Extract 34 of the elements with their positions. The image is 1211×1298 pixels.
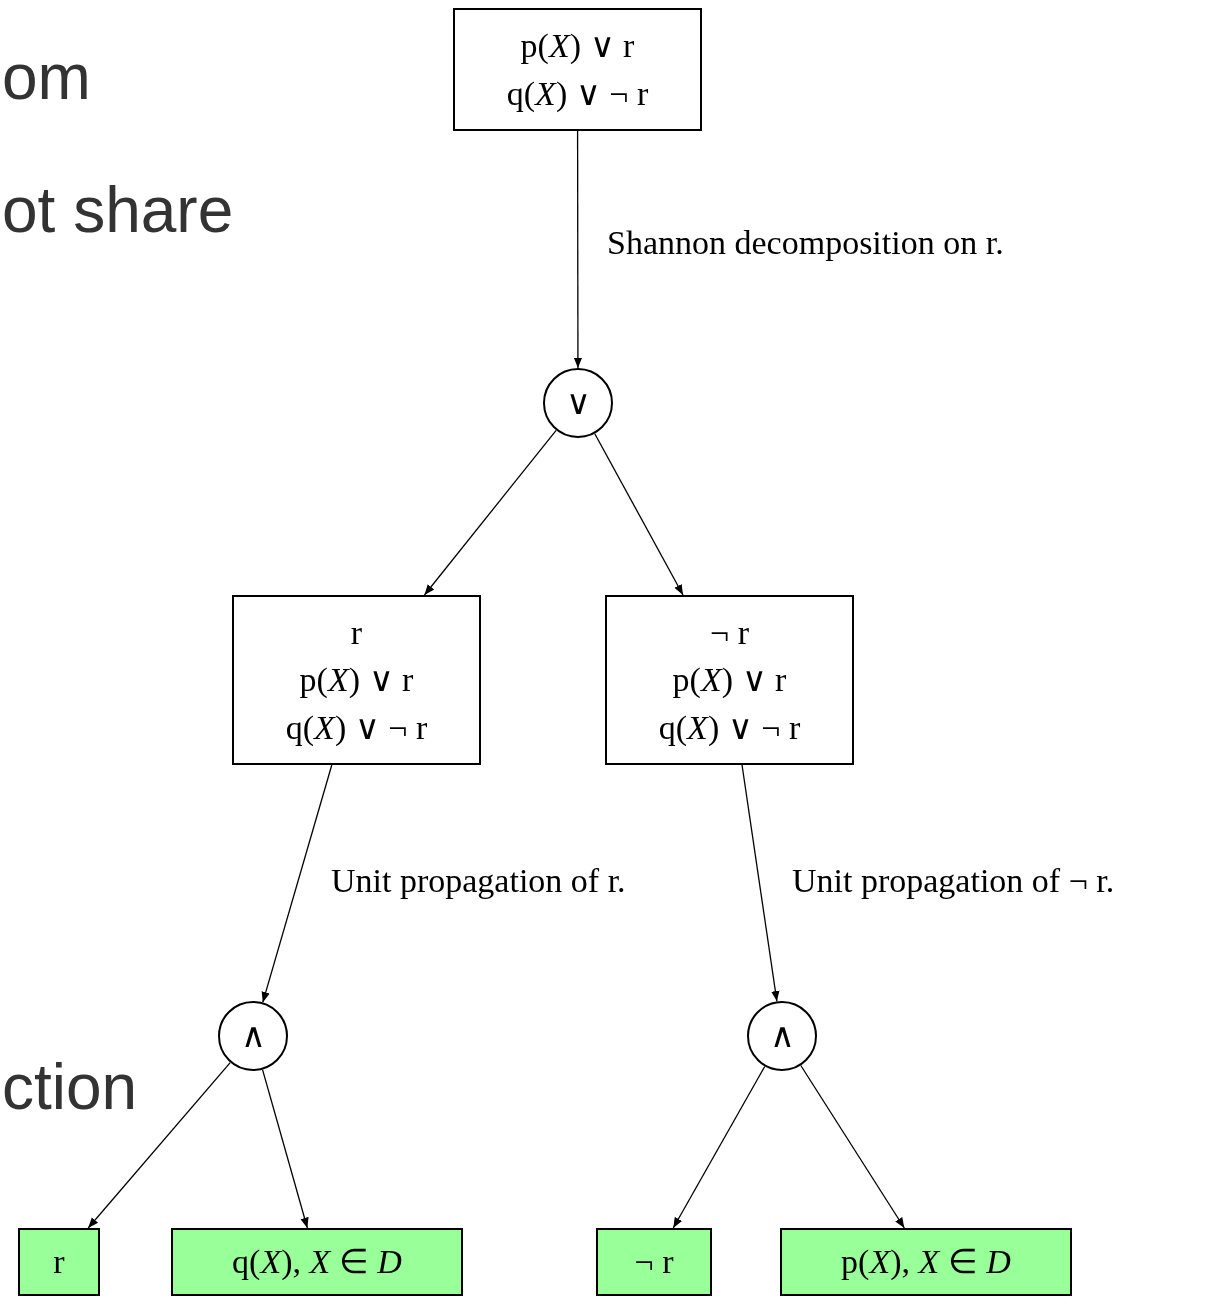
formula-text: ¬ r <box>710 612 749 653</box>
formula-text: q(X) ∨ ¬ r <box>506 73 649 114</box>
formula-text: p(X), X ∈ D <box>841 1242 1011 1283</box>
formula-box <box>453 8 702 131</box>
formula-text: ∧ <box>769 1016 795 1057</box>
result-box <box>171 1228 463 1296</box>
arrow <box>741 764 780 1002</box>
formula-text: p(X) ∨ r <box>520 25 635 66</box>
formula-text: ∧ <box>240 1016 266 1057</box>
formula-text: ∨ <box>565 383 591 424</box>
formula-text: q(X) ∨ ¬ r <box>285 707 428 748</box>
formula-text: ¬ r <box>634 1242 674 1283</box>
formula-text: r <box>350 612 363 653</box>
formula-box <box>232 595 481 765</box>
arrow <box>800 1064 905 1229</box>
formula-text: q(X), X ∈ D <box>232 1242 402 1283</box>
arrow <box>672 1065 766 1229</box>
arrow <box>87 1061 231 1229</box>
slide-text-fragment: ot share <box>2 178 234 242</box>
arrow <box>261 1069 309 1229</box>
slide-text-fragment: ction <box>2 1055 138 1119</box>
formula-text: r <box>53 1242 65 1283</box>
formula-text: p(X) ∨ r <box>299 660 414 701</box>
arrow <box>573 130 583 369</box>
arrow <box>594 433 684 596</box>
formula-text: q(X) ∨ ¬ r <box>658 707 801 748</box>
formula-box <box>605 595 854 765</box>
arrow <box>423 429 557 596</box>
arrow <box>261 764 333 1004</box>
result-box <box>596 1228 712 1296</box>
slide-text-fragment: om <box>2 45 91 109</box>
result-box <box>18 1228 100 1296</box>
formula-text: p(X) ∨ r <box>672 660 787 701</box>
result-box <box>780 1228 1072 1296</box>
